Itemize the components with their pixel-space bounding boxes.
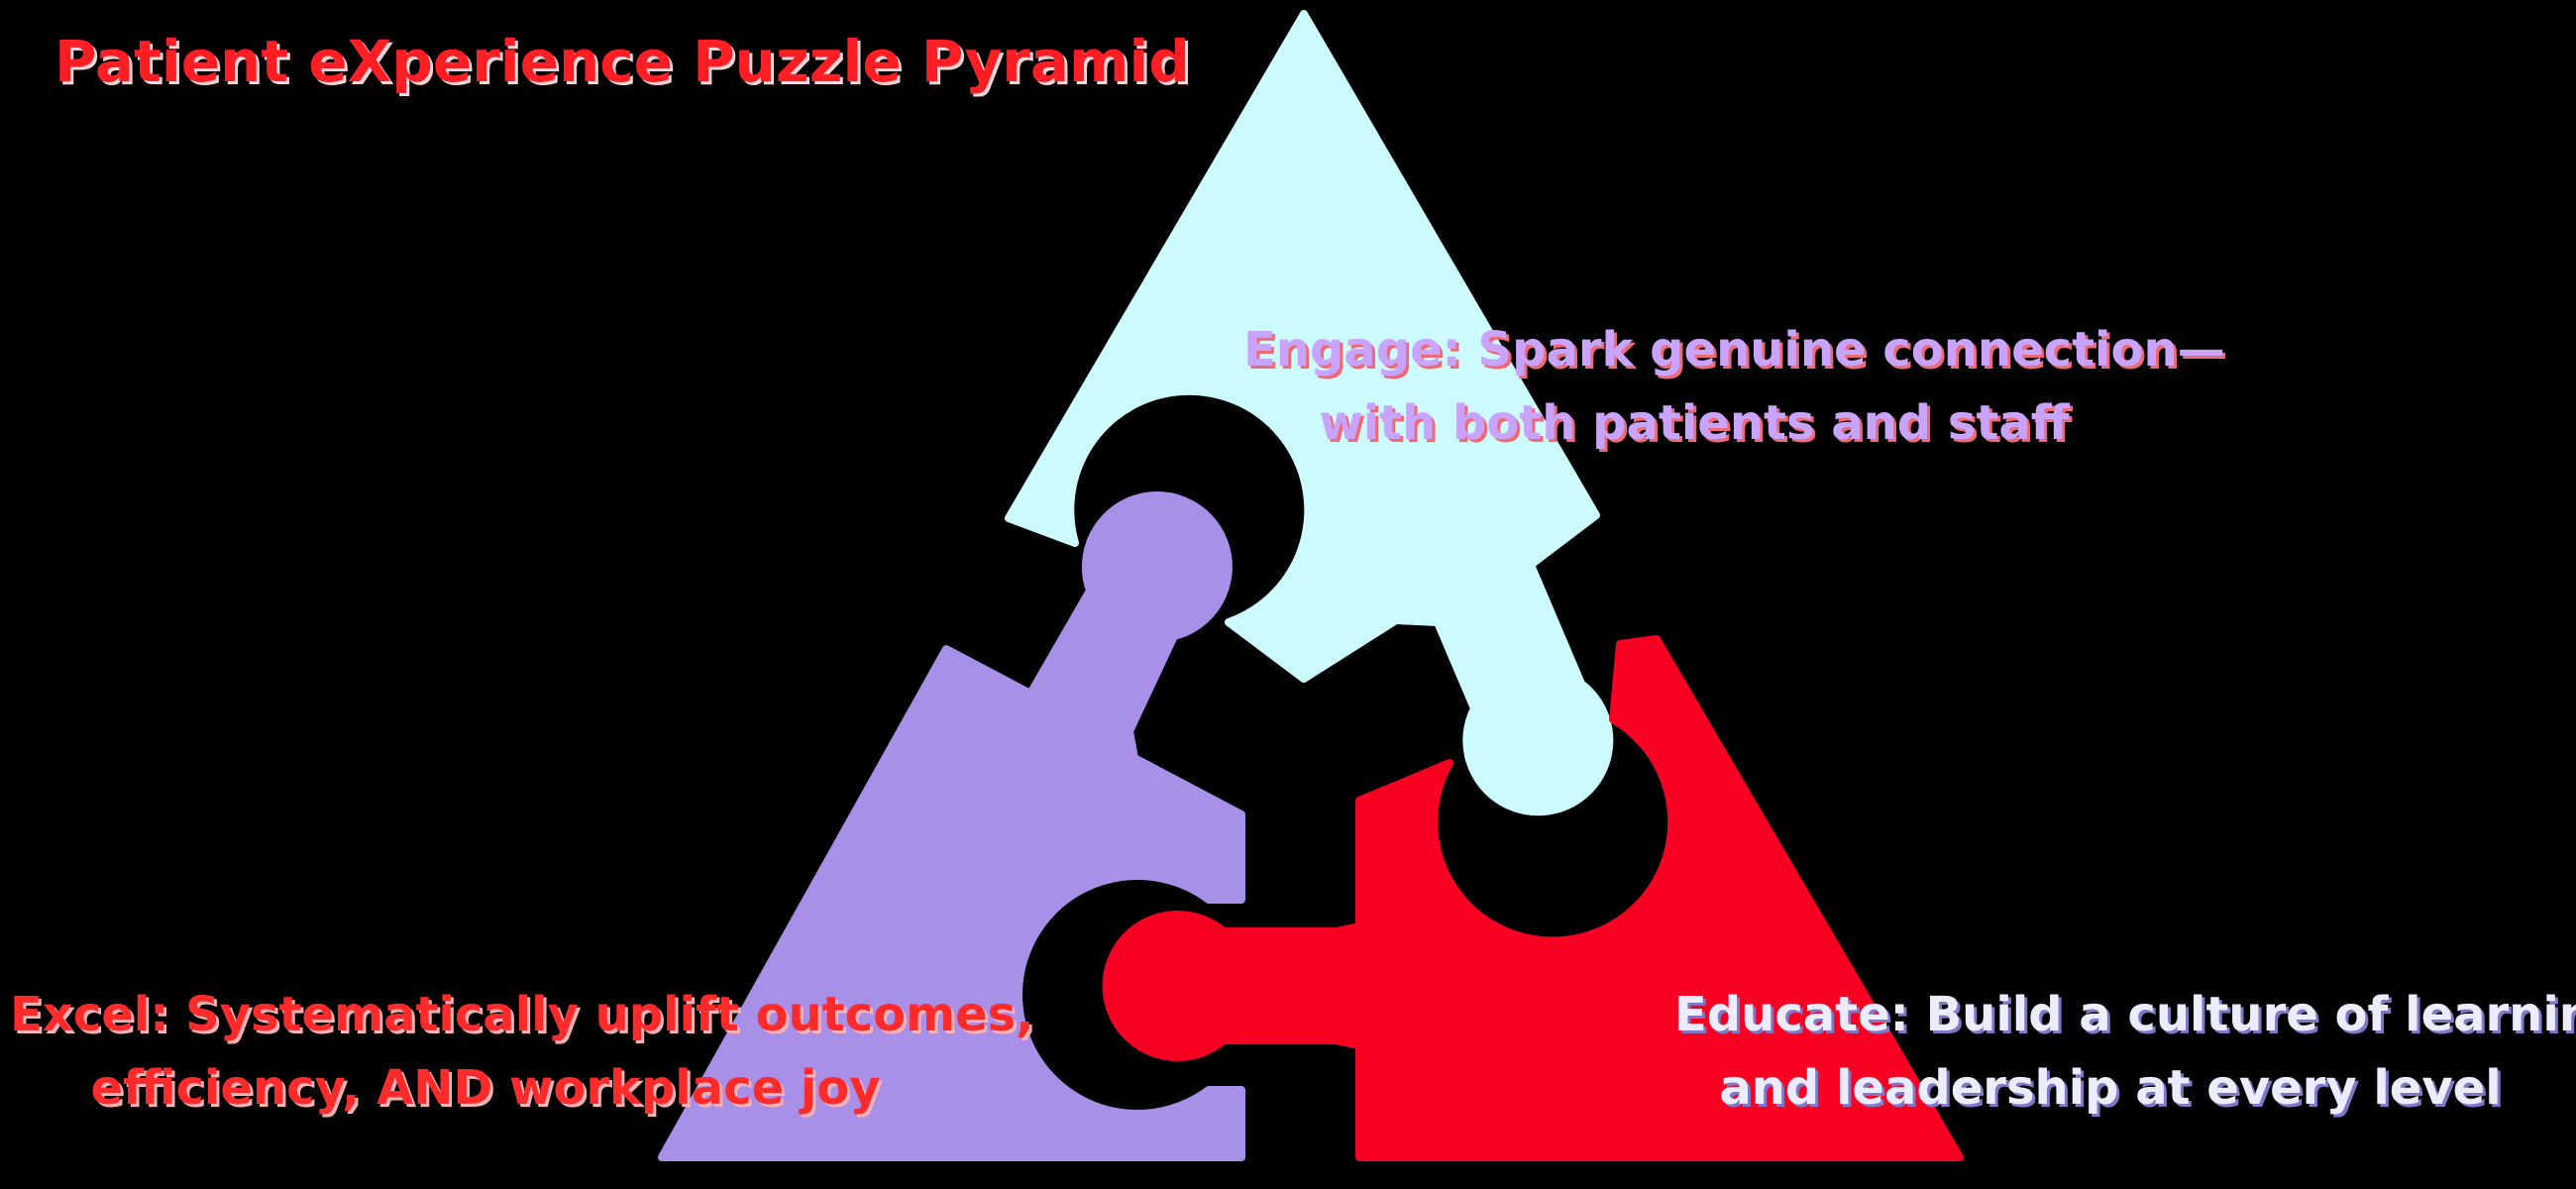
educate-label-line-1: Educate: Build a culture of learning: [1674, 987, 2576, 1042]
engage-label-line-1: Engage: Spark genuine connection—: [1243, 322, 2225, 378]
excel-label-line-2: efficiency, AND workplace joy: [90, 1060, 881, 1116]
engage-label-line-2: with both patients and staff: [1319, 395, 2070, 451]
puzzle-piece-educate: [1102, 635, 1964, 1161]
excel-label: Excel: Systematically uplift outcomes, e…: [10, 978, 1034, 1125]
puzzle-piece-engage: [1005, 10, 1614, 816]
excel-label-line-1: Excel: Systematically uplift outcomes,: [10, 987, 1034, 1042]
engage-label: Engage: Spark genuine connection— with b…: [1243, 313, 2225, 460]
puzzle-piece-excel: [658, 491, 1245, 1161]
educate-label: Educate: Build a culture of learning and…: [1674, 978, 2576, 1125]
page-title: Patient eXperience Puzzle Pyramid: [54, 28, 1190, 95]
educate-label-line-2: and leadership at every level: [1719, 1060, 2502, 1116]
